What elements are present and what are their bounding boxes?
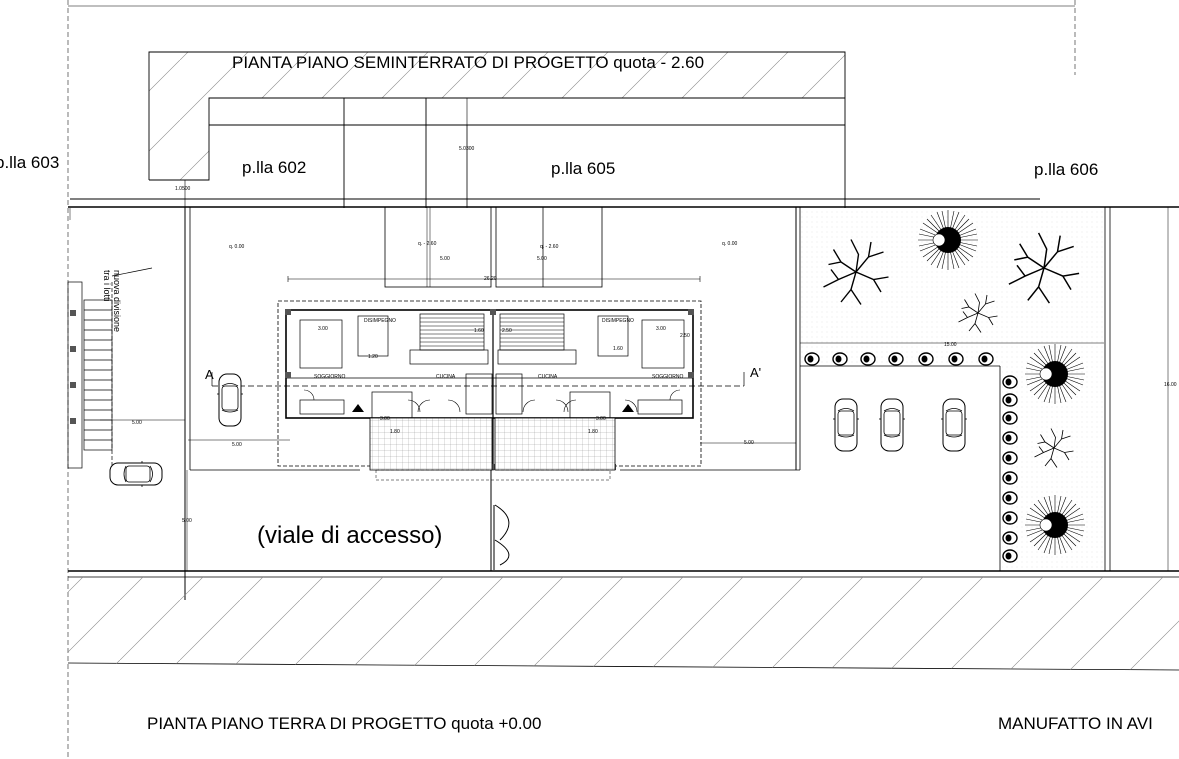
dim-300-c: 3.00 — [380, 416, 390, 422]
basement-ramps — [384, 206, 603, 288]
dim-2620: 26.20 — [484, 276, 497, 282]
boundary-note-2: tra i lotti — [102, 270, 112, 302]
villa-outline — [277, 300, 702, 470]
left-stair — [67, 267, 153, 470]
dim-180-b: 1.80 — [588, 429, 598, 435]
dim-10500: 1.0500 — [175, 186, 191, 192]
dim-250-a: 2.50 — [502, 328, 512, 334]
plot-label-606: p.lla 606 — [1034, 160, 1098, 179]
boundary-note-1: nuova divisione — [112, 270, 122, 332]
entrance-gate — [490, 470, 510, 571]
shrub-1 — [917, 209, 979, 271]
doors — [303, 389, 681, 413]
dim-300-b: 3.00 — [656, 326, 666, 332]
section-line — [211, 372, 745, 387]
dim-1500: 15.00 — [944, 342, 957, 348]
room-cucina-right: CUCINA — [538, 374, 558, 380]
dim-250-b: 2.50 — [680, 333, 690, 339]
road-strip — [68, 577, 1179, 670]
plot-label-602: p.lla 602 — [242, 158, 306, 177]
car-parking-2 — [878, 398, 906, 452]
room-disimpegno-left: DISIMPEGNO — [364, 318, 396, 324]
dim-q000-left: q. 0.00 — [229, 244, 245, 250]
dim-300-a: 3.00 — [318, 326, 328, 332]
dim-500-vert: 5.00 — [182, 518, 192, 524]
dim-500-left: 5.00 — [232, 442, 242, 448]
car-parking-3 — [940, 398, 968, 452]
left-stair-posts — [70, 310, 76, 424]
entry-arrows — [352, 404, 634, 412]
dim-1600: 16.00 — [1164, 382, 1177, 388]
dimension-lines — [69, 125, 1169, 571]
dim-500-b: 5.00 — [537, 256, 547, 262]
plot-label-605: p.lla 605 — [551, 159, 615, 178]
dim-160-a: 1.60 — [474, 328, 484, 334]
front-porch — [369, 417, 616, 481]
dim-line-2620 — [287, 276, 701, 282]
dim-500-a: 5.00 — [440, 256, 450, 262]
car-bottom-left — [109, 460, 163, 488]
dim-300-d: 3.00 — [596, 416, 606, 422]
basement-title: PIANTA PIANO SEMINTERRATO DI PROGETTO qu… — [232, 53, 704, 72]
room-disimpegno-right: DISIMPEGNO — [602, 318, 634, 324]
shrub-3 — [1024, 494, 1086, 556]
car-parked-left — [216, 373, 244, 427]
plot-label-603: p.lla 603 — [0, 153, 59, 172]
access-road-label: (viale di accesso) — [257, 522, 442, 549]
room-soggiorno-left: SOGGIORNO — [314, 374, 346, 380]
dim-50300: 5.0300 — [459, 146, 475, 152]
room-soggiorno-right: SOGGIORNO — [652, 374, 684, 380]
section-label-a-prime: A' — [750, 365, 761, 380]
room-cucina-left: CUCINA — [436, 374, 456, 380]
stair-treads — [420, 317, 564, 347]
dim-500-right: 5.00 — [744, 440, 754, 446]
dim-q000-right: q. 0.00 — [722, 241, 738, 247]
section-label-a: A — [205, 367, 214, 382]
basement-outline — [68, 51, 1179, 208]
dim-180-a: 1.80 — [390, 429, 400, 435]
ground-plan-boundaries — [67, 207, 1179, 671]
dim-120: 1.20 — [368, 354, 378, 360]
dim-500-mid: 5.00 — [132, 420, 142, 426]
manufatto-title: MANUFATTO IN AVI — [998, 714, 1153, 733]
car-parking-1 — [832, 398, 860, 452]
dim-160-b: 1.60 — [613, 346, 623, 352]
shrub-2 — [1024, 343, 1086, 405]
dim-q260-right: q. - 2.60 — [540, 244, 559, 250]
dim-q260-left: q. - 2.60 — [418, 241, 437, 247]
ground-floor-title: PIANTA PIANO TERRA DI PROGETTO quota +0.… — [147, 714, 541, 733]
